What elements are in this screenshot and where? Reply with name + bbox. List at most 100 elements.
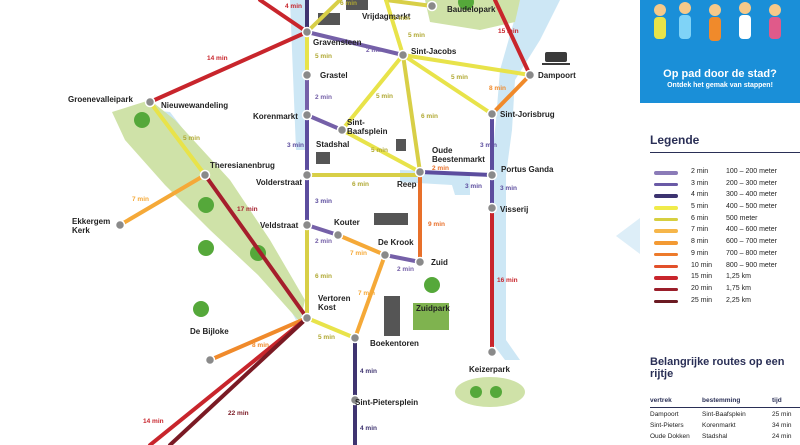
station-marker[interactable] xyxy=(301,219,313,231)
station-label-stadshal: Stadshal xyxy=(316,140,349,149)
time-label: 8 min xyxy=(489,85,506,92)
station-marker[interactable] xyxy=(486,202,498,214)
legend-distance: 1,75 km xyxy=(726,284,751,292)
legend-distance: 500 meter xyxy=(726,214,758,222)
legend-minutes: 5 min xyxy=(691,203,709,211)
station-label-de-bijloke: De Bijloke xyxy=(190,327,229,336)
station-marker[interactable] xyxy=(486,108,498,120)
line-segment xyxy=(118,173,207,227)
station-marker[interactable] xyxy=(336,124,348,136)
route-to: Stadshal xyxy=(702,433,728,440)
station-marker[interactable] xyxy=(414,256,426,268)
station-label-grastel: Grastel xyxy=(320,71,348,80)
station-label-vrijdagmarkt: Vrijdagmarkt xyxy=(362,12,411,21)
legend-swatch xyxy=(654,171,678,175)
stadshal-building xyxy=(316,152,330,164)
tree-icon xyxy=(458,0,474,10)
station-label-baudelopark: Baudelopark xyxy=(447,5,496,14)
station-marker[interactable] xyxy=(524,69,536,81)
station-marker[interactable] xyxy=(332,229,344,241)
line-segment xyxy=(340,53,405,132)
station-marker[interactable] xyxy=(349,332,361,344)
promo-subtitle: Ontdek het gemak van stappen! xyxy=(667,82,773,89)
station-markers xyxy=(114,0,536,406)
station-label-volderstraat: Volderstraat xyxy=(256,178,302,187)
station-marker[interactable] xyxy=(301,26,313,38)
legend-minutes: 4 min xyxy=(691,191,709,199)
station-marker[interactable] xyxy=(379,249,391,261)
kouter-building xyxy=(374,213,408,225)
route-time: 34 min xyxy=(772,422,792,429)
station-label-sint-jacobs: Sint-Jacobs xyxy=(411,47,457,56)
line-segment xyxy=(383,253,422,264)
line-segment xyxy=(305,113,344,132)
line-segment xyxy=(340,128,422,174)
line-segment xyxy=(401,53,494,116)
time-label: 5 min xyxy=(315,53,332,60)
station-label-reep: Reep xyxy=(397,180,417,189)
legend-distance: 300 – 400 meter xyxy=(726,191,777,199)
line-segment xyxy=(353,253,387,340)
walking-lines xyxy=(118,0,532,445)
boekentoren-building xyxy=(384,296,400,336)
station-marker[interactable] xyxy=(486,169,498,181)
station-marker[interactable] xyxy=(414,166,426,178)
promo-banner: Op pad door de stad? Ontdek het gemak va… xyxy=(640,0,800,103)
station-marker[interactable] xyxy=(426,0,438,12)
legend-row: 6 min 500 meter xyxy=(654,215,800,227)
station-label-veldstraat: Veldstraat xyxy=(260,221,299,230)
time-label: 2 min xyxy=(397,266,414,273)
line-segment xyxy=(493,0,532,77)
train-icon xyxy=(542,52,570,65)
time-label: 5 min xyxy=(318,334,335,341)
station-marker[interactable] xyxy=(301,169,313,181)
time-label: 16 min xyxy=(497,277,518,284)
legend-minutes: 6 min xyxy=(691,214,709,222)
reep-building xyxy=(396,139,406,151)
time-label: 17 min xyxy=(237,206,258,213)
station-marker[interactable] xyxy=(114,219,126,231)
time-label: 9 min xyxy=(428,221,445,228)
station-marker[interactable] xyxy=(349,394,361,406)
route-from: Dampoort xyxy=(650,411,679,418)
station-marker[interactable] xyxy=(486,346,498,358)
station-marker[interactable] xyxy=(199,169,211,181)
line-segment xyxy=(490,73,532,116)
time-label: 2 min xyxy=(315,238,332,245)
line-segment xyxy=(148,30,309,104)
legend-row: 4 min 300 – 400 meter xyxy=(654,191,800,203)
station-label-nieuwewandeling: Nieuwewandeling xyxy=(161,101,228,110)
station-marker[interactable] xyxy=(301,312,313,324)
station-label-sint-pietersplein: Sint-Pietersplein xyxy=(355,398,418,407)
time-label: 14 min xyxy=(143,418,164,425)
station-marker[interactable] xyxy=(301,69,313,81)
line-segment xyxy=(148,100,207,177)
time-label: 6 min xyxy=(352,181,369,188)
route-to: Sint-Baafsplein xyxy=(702,411,746,418)
time-label: 3 min xyxy=(287,142,304,149)
station-label-dampoort: Dampoort xyxy=(538,71,576,80)
tree-icon xyxy=(424,277,440,293)
tree-icon xyxy=(470,386,482,398)
station-marker[interactable] xyxy=(204,354,216,366)
station-marker[interactable] xyxy=(301,109,313,121)
station-marker[interactable] xyxy=(397,49,409,61)
time-label: 5 min xyxy=(393,15,410,22)
station-marker[interactable] xyxy=(144,96,156,108)
station-label-groenevalleipark: Groenevalleipark xyxy=(68,95,133,104)
legend-minutes: 9 min xyxy=(691,249,709,257)
line-segment xyxy=(203,173,309,320)
legend-swatch xyxy=(654,241,678,245)
station-label-portus-ganda: Portus Ganda xyxy=(501,165,554,174)
time-label: 6 min xyxy=(421,113,438,120)
routes-title: Belangrijke routes op een rijtje xyxy=(650,356,785,380)
time-label: 5 min xyxy=(371,147,388,154)
